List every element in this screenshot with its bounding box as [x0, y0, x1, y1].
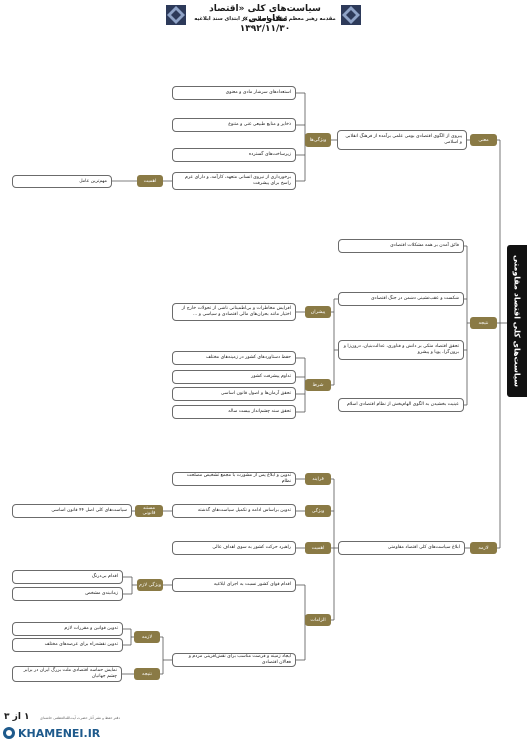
box-strategy: راهبرد حرکت کشور به سوی اهداف عالی: [172, 541, 296, 555]
box-continuation: تدوین براساس ادامه و تکمیل سیاست‌های گذش…: [172, 504, 296, 518]
node-alzamat: الزامات: [305, 614, 331, 626]
box-consultation: تدوین و ابلاغ پس از مشورت با مجمع تشخیص …: [172, 472, 296, 486]
box-natural-resources: ذخایر و منابع طبیعی غنی و متنوع: [172, 118, 296, 132]
box-material-talents: استعدادهای سرشار مادی و معنوی: [172, 86, 296, 100]
ornament-right-icon: [341, 5, 361, 25]
box-vision-document: تحقق سند چشم‌انداز بیست ساله: [172, 405, 296, 419]
box-indigenous-model: پیروی از الگوی اقتصادی بومی علمی برآمده …: [337, 130, 467, 150]
box-islamic-model: عینیت بخشیدن به الگوی الهام‌بخش از نظام …: [338, 398, 464, 412]
node-vizhegi-ha: ویژگی‌ها: [305, 133, 331, 147]
node-mostanad: مستند قانونی: [135, 505, 163, 517]
node-natije-2: نتیجه: [134, 668, 160, 680]
box-laws: تدوین قوانین و مقررات لازم: [12, 622, 123, 636]
page-date: ۱۳۹۲/۱۱/۳۰: [239, 24, 291, 34]
box-timeline: زمانبندی مشخص: [12, 587, 123, 601]
box-enemy-defeat: شکست و عقب‌نشینی دشمن در جنگ اقتصادی: [338, 292, 464, 306]
box-knowledge-economy: تحقق اقتصاد متکی بر دانش و فناوری، عدالت…: [338, 340, 464, 360]
node-lazeme: لازمه: [470, 542, 497, 554]
node-ahamiyat-2: اهمیت: [305, 542, 331, 554]
box-constitution-ideals: تحقق آرمان‌ها و اصول قانون اساسی: [172, 387, 296, 401]
ornament-left-icon: [166, 5, 186, 25]
logo-emblem-icon: [3, 727, 15, 739]
box-roadmap: تدوین نقشه‌راه برای عرصه‌های مختلف: [12, 638, 123, 652]
box-human-resources: برخورداری از نیروی انسانی متعهد، کارآمد،…: [172, 172, 296, 190]
box-announcement: ابلاغ سیاست‌های کلی اقتصاد مقاومتی: [338, 541, 465, 555]
box-immediate-action: اقدام بی‌درنگ: [12, 570, 123, 584]
box-preserve-achievements: حفظ دستاوردهای کشور در زمینه‌های مختلف: [172, 351, 296, 365]
node-vizhegi-lazem: ویژگی لازم: [137, 579, 163, 591]
site-logo[interactable]: KHAMENEI.IR: [18, 727, 101, 740]
node-shart: شرط: [305, 379, 331, 391]
source-line: دفتر حفظ و نشر آثار حضرت آیت‌الله‌العظمی…: [40, 716, 120, 720]
main-topic-label: سیاست‌های کلی اقتصاد مقاومتی: [507, 245, 527, 397]
box-epic-display: نمایش حماسه اقتصادی ملت بزرگ ایران در بر…: [12, 666, 122, 682]
node-ahamiyat: اهمیت: [137, 175, 163, 187]
box-people-role: ایجاد زمینه و فرصت مناسب برای نقش‌آفرینی…: [172, 653, 296, 667]
box-most-important-factor: مهم‌ترین عامل: [12, 175, 112, 188]
node-pishran: پیشران: [305, 306, 331, 318]
box-infrastructure: زیرساخت‌های گسترده: [172, 148, 296, 162]
box-continued-progress: تداوم پیشرفت کشور: [172, 370, 296, 384]
box-overcome-problems: فائق آمدن بر همه مشکلات اقتصادی: [338, 239, 464, 253]
box-article-44: سیاست‌های کلی اصل ۴۴ قانون اساسی: [12, 504, 132, 518]
page-subtitle: مقدمه رهبر معظم انقلاب اسلامی در ابتدای …: [194, 16, 336, 22]
box-rising-risks: افزایش مخاطرات و بی‌اطمینانی ناشی از تحو…: [172, 303, 296, 321]
node-natije: نتیجه: [470, 317, 497, 329]
node-mani: معنی: [470, 134, 497, 146]
box-powers-action: اقدام قوای کشور نسبت به اجرای ابلاغیه: [172, 578, 296, 592]
page-title: سیاست‌های کلی «اقتصاد مقاومتی»: [209, 4, 321, 24]
node-lazeme-2: لازمه: [134, 631, 160, 643]
node-vizhegi: ویژگی: [305, 505, 331, 517]
node-farayand: فرایند: [305, 473, 331, 485]
page-number: ۱ از ۳: [4, 712, 30, 722]
